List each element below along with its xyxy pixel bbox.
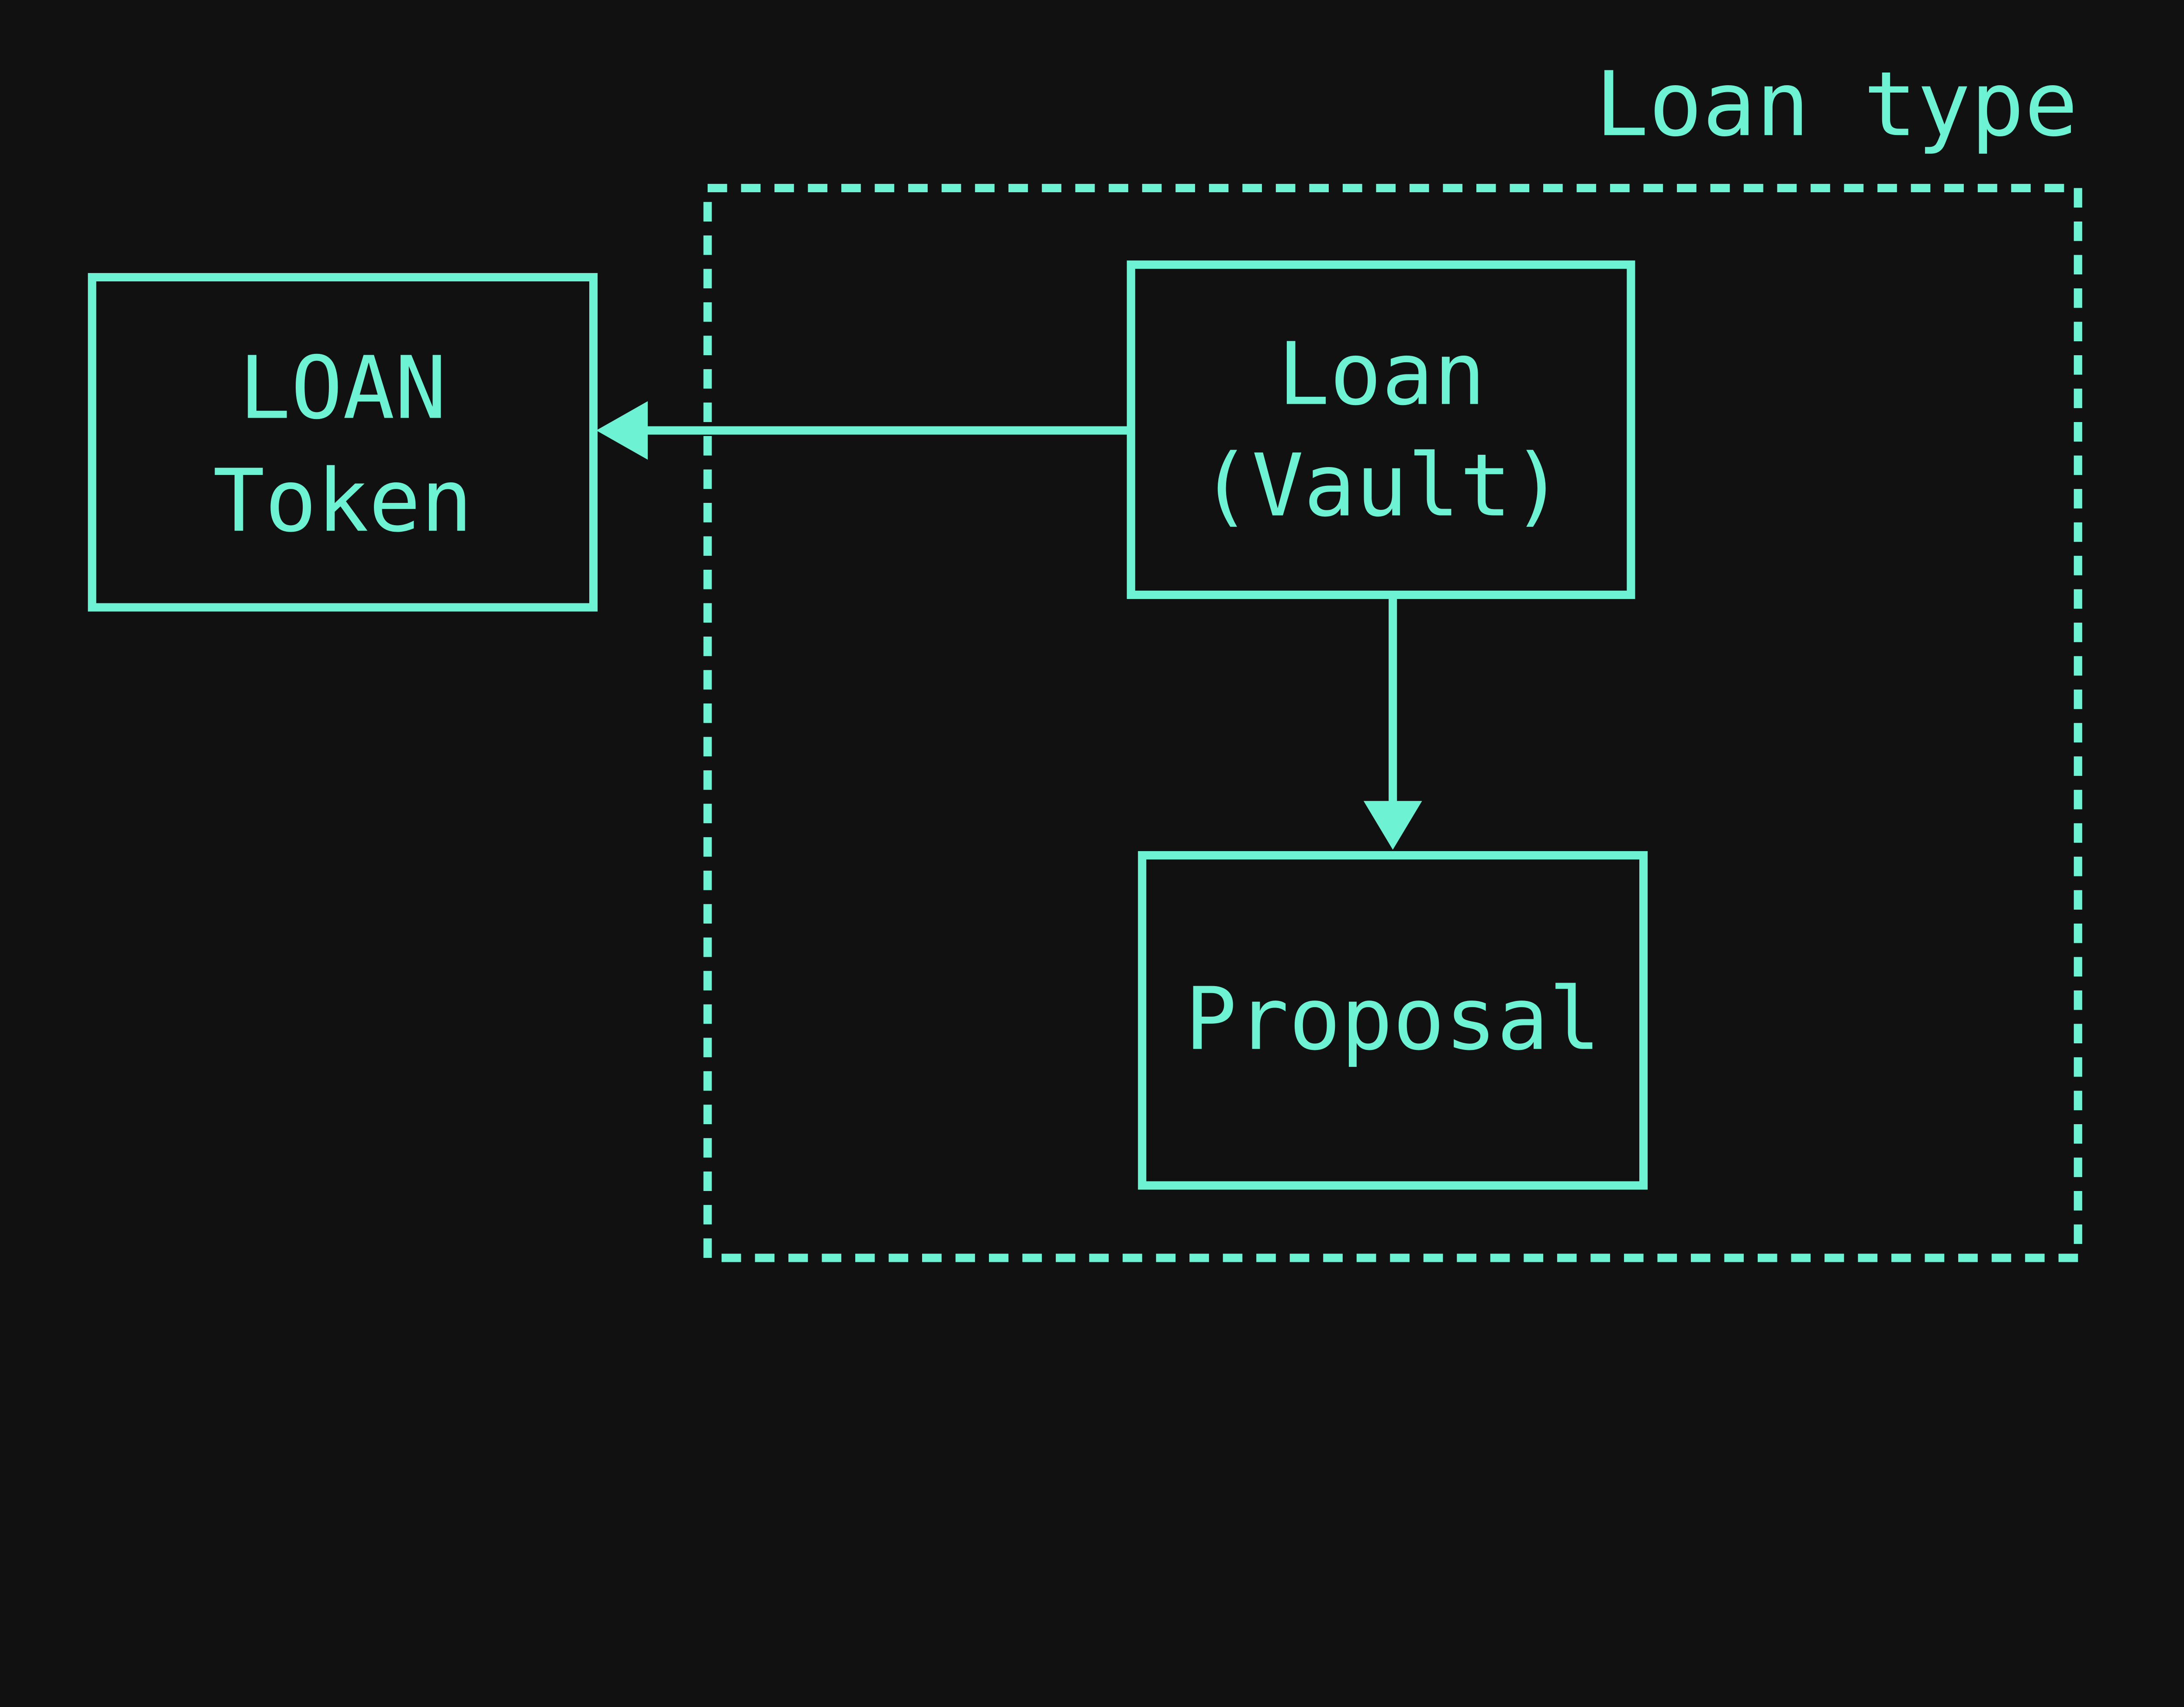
node-label-line: Proposal: [1185, 969, 1601, 1070]
node-label-line: (Vault): [1200, 436, 1564, 536]
arrowhead-icon: [1363, 801, 1422, 850]
node-box: [1138, 851, 1648, 1190]
node-box: [1127, 260, 1635, 599]
node-label-line: LOAN: [239, 338, 447, 438]
node-label-line: Token: [213, 451, 473, 551]
node-loan-token[interactable]: LOAN Token: [88, 273, 598, 612]
diagram-canvas: Loan type LOAN Token Loan (Vault) Propos…: [0, 0, 2184, 1326]
node-label-line: Loan: [1278, 324, 1486, 425]
node-proposal[interactable]: Proposal: [1138, 851, 1648, 1190]
node-loan-vault[interactable]: Loan (Vault): [1127, 260, 1635, 599]
edge-vault-to-proposal: [1363, 595, 1422, 850]
edge-vault-to-token: [596, 401, 1131, 460]
arrowhead-icon: [596, 401, 648, 460]
background: [0, 0, 2184, 1326]
node-box: [88, 273, 598, 612]
group-label: Loan type: [1595, 53, 2078, 156]
loan-type-group-boundary: [703, 184, 2082, 1262]
